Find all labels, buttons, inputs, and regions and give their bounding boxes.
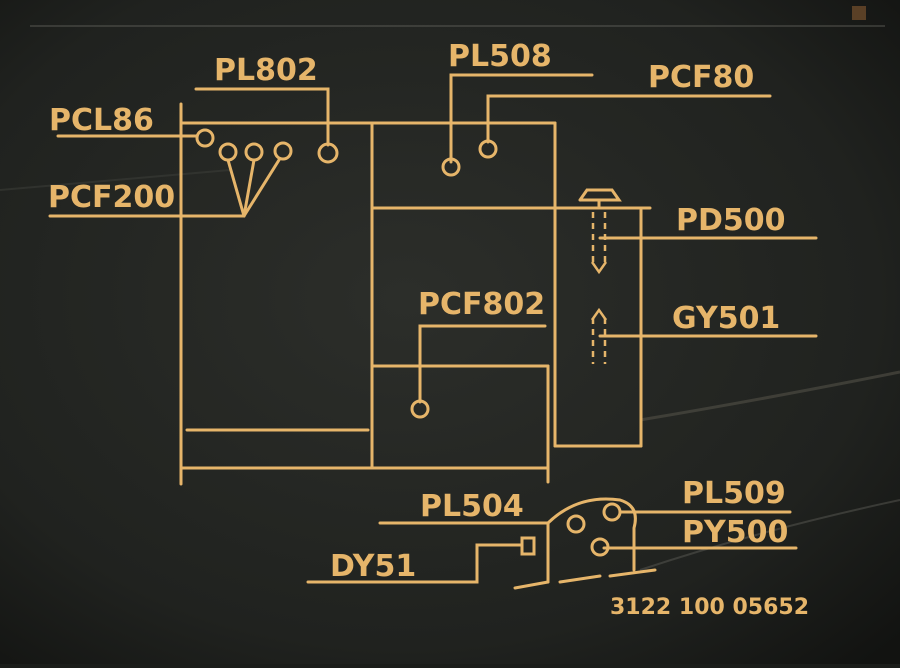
pd500-arrow-down: [590, 261, 608, 275]
socket-pl509: [602, 502, 622, 522]
board-mark: [852, 6, 866, 20]
pcf80-leader: [486, 94, 772, 144]
dy51-leader: [306, 543, 524, 584]
label-pcf200: PCF200: [48, 180, 175, 215]
tube-arrows: [590, 261, 608, 321]
pcf802-leader: [418, 324, 547, 404]
tube-sockets: [195, 128, 622, 557]
socket-pl508: [441, 157, 461, 177]
schematic-lines: [48, 73, 818, 590]
pl509-housing: [546, 497, 637, 572]
label-pl508: PL508: [448, 39, 552, 74]
socket-pl802: [317, 142, 339, 164]
pl508-leader: [449, 73, 594, 164]
label-pcf80: PCF80: [648, 60, 754, 95]
gy501-arrow-up: [590, 307, 608, 321]
label-pl509: PL509: [682, 476, 786, 511]
surface-scratch: [639, 499, 900, 571]
socket-pcl86: [195, 128, 215, 148]
label-pl504: PL504: [420, 489, 524, 524]
label-py500: PY500: [682, 515, 788, 550]
dy51-socket: [520, 536, 536, 556]
pl802-leader: [194, 87, 330, 147]
label-dy51: DY51: [330, 549, 416, 584]
label-pcl86: PCL86: [49, 103, 154, 138]
label-gy501: GY501: [672, 301, 780, 336]
surface-crack: [639, 370, 900, 422]
socket-pl504: [566, 514, 586, 534]
socket-pcf80: [478, 139, 498, 159]
pd500-cap: [578, 188, 622, 202]
tube-labels: PCL86 PL802 PL508 PCF80 PCF200 PD500 PCF…: [48, 39, 788, 584]
label-pl802: PL802: [214, 53, 318, 88]
socket-pcf802: [410, 399, 430, 419]
socket-py500: [590, 537, 610, 557]
label-pcf802: PCF802: [418, 287, 545, 322]
surface-crack: [0, 169, 231, 191]
socket-pcf200-b: [244, 142, 264, 162]
socket-pcf200-a: [218, 142, 238, 162]
socket-pcf200-c: [273, 141, 293, 161]
part-number: 3122 100 05652: [610, 595, 809, 620]
label-pd500: PD500: [676, 203, 786, 238]
rectifier-tubes: [591, 212, 607, 364]
